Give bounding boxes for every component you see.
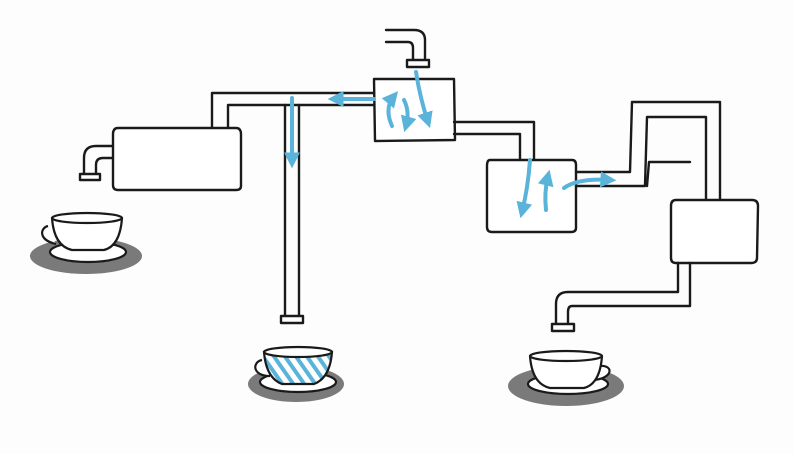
left-cup xyxy=(30,211,142,274)
flow-arrow-swirl-up xyxy=(381,91,399,128)
left-pipe xyxy=(210,91,376,132)
right-outlet-pipe xyxy=(550,261,692,333)
water-flow xyxy=(284,70,617,219)
vertical-pipe xyxy=(279,103,305,325)
right-pipe xyxy=(452,120,536,162)
lower-right-pipe xyxy=(645,160,692,188)
flow-arrow-inlet xyxy=(414,70,433,129)
top-tank xyxy=(372,77,457,143)
middle-tank xyxy=(485,158,578,234)
middle-cup xyxy=(248,345,344,402)
flow-arrow-mid-down xyxy=(516,158,533,219)
right-tank xyxy=(669,198,760,265)
inlet-faucet xyxy=(384,28,431,69)
flow-arrow-swirl-right xyxy=(400,98,417,133)
right-cup xyxy=(508,349,624,406)
left-tank xyxy=(111,126,243,192)
left-outlet-pipe xyxy=(78,144,115,182)
flow-arrow-mid-up xyxy=(537,169,554,212)
flow-arrow-mid-right xyxy=(562,171,617,190)
